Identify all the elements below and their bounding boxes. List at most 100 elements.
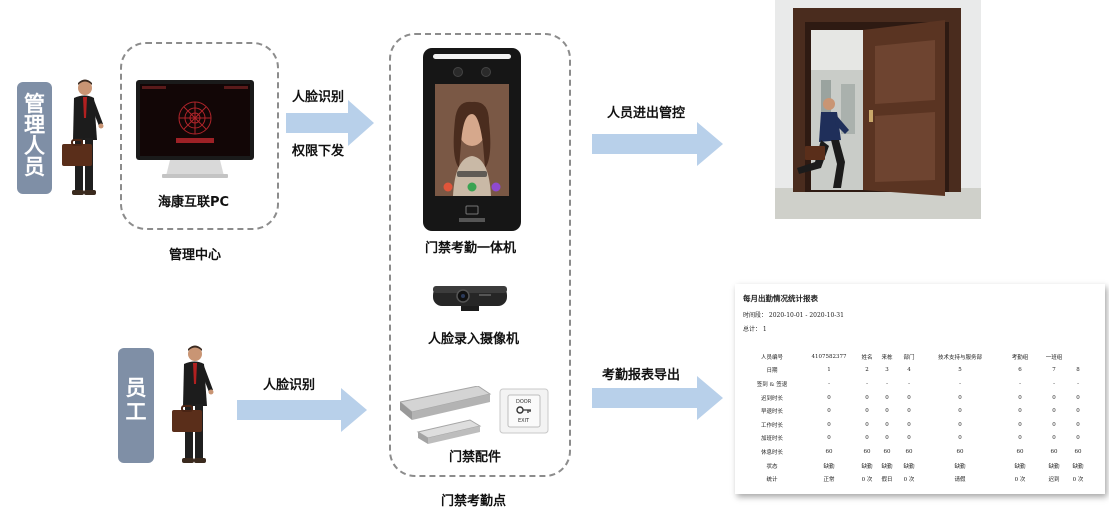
report-cell: 状态: [766, 463, 778, 470]
door-entry-photo: [775, 0, 981, 219]
report-cell: 0: [1052, 394, 1056, 401]
face-terminal-device: [423, 48, 521, 231]
report-cell: 签到 & 签退: [756, 381, 788, 388]
report-cell: 缺勤: [1072, 463, 1084, 470]
report-cell: 缺勤: [823, 463, 835, 470]
report-cell: 0 次: [861, 477, 873, 484]
arrow-label-permission-dispatch: 权限下发: [292, 144, 345, 159]
exit-button-text-door: DOOR: [516, 399, 532, 405]
admin-role-text: 管理人员: [24, 92, 45, 179]
report-total: 总计： 1: [743, 326, 767, 333]
report-cell: 迟到: [1048, 477, 1060, 484]
report-row: 签到 & 签退--------: [743, 377, 1089, 391]
arrow-label-face-recognition: 人脸识别: [292, 90, 345, 105]
report-cell: 0 次: [1014, 477, 1026, 484]
report-cell: 考勤组: [1011, 354, 1029, 361]
report-cell: 缺勤: [861, 463, 873, 470]
arrow-access-control: [592, 122, 723, 166]
report-cell: -: [886, 380, 888, 387]
report-cell: -: [959, 380, 961, 387]
face-enrollment-camera-icon: [433, 286, 507, 311]
report-cell: 0: [885, 408, 889, 415]
report-cell: 请假: [954, 477, 966, 484]
report-cell: 0: [1052, 435, 1056, 442]
report-cell: 0: [1018, 394, 1022, 401]
accessories-label: 门禁配件: [449, 450, 502, 465]
report-cell: 0: [907, 421, 911, 428]
report-title: 每月出勤情况统计报表: [743, 294, 818, 303]
report-cell: 0: [865, 408, 869, 415]
report-cell: 0: [865, 394, 869, 401]
report-cell: 来栋: [881, 354, 893, 361]
report-cell: 2: [865, 367, 869, 374]
admin-person-figure: [62, 79, 104, 195]
report-cell: 60: [1050, 448, 1058, 455]
report-cell: 0: [827, 421, 831, 428]
report-cell: 0: [885, 435, 889, 442]
report-cell: -: [828, 380, 830, 387]
report-cell: 60: [883, 448, 891, 455]
report-cell: 0 次: [903, 477, 915, 484]
staff-role-tag: 员工: [118, 348, 154, 463]
exit-button-text-exit: EXIT: [518, 418, 530, 424]
report-cell: 姓名: [861, 354, 873, 361]
arrow-to-terminal: [286, 100, 374, 146]
management-center-box: [120, 42, 279, 230]
report-cell: 0: [865, 421, 869, 428]
report-cell: 60: [1074, 448, 1082, 455]
report-cell: 加班时长: [760, 436, 783, 443]
attendance-point-label: 门禁考勤点: [441, 494, 507, 509]
management-center-label: 管理中心: [169, 248, 222, 263]
report-row: 工作时长 0 0 0 0 0 0 0 0: [743, 418, 1089, 432]
exit-button-icon: [499, 388, 549, 434]
report-cell: 工作时长: [760, 422, 783, 429]
report-period: 时间段： 2020-10-01 - 2020-10-31: [743, 312, 844, 319]
report-cell: 日期: [766, 368, 778, 375]
report-cell: 60: [905, 448, 913, 455]
report-cell: 迟到时长: [760, 395, 783, 402]
arrow-report-export: [592, 376, 723, 420]
report-cell: 7: [1052, 367, 1056, 374]
report-cell: 一班组: [1045, 354, 1063, 361]
report-cell: 0: [907, 435, 911, 442]
report-cell: 0: [1076, 435, 1080, 442]
report-cell: 3: [885, 367, 889, 374]
report-cell: 0: [885, 421, 889, 428]
report-cell: 0: [1052, 421, 1056, 428]
arrow-label-staff-face: 人脸识别: [263, 378, 316, 393]
magnetic-lock-icon: [400, 386, 492, 444]
report-cell: 0: [958, 421, 962, 428]
report-cell: 技术支持与服务部: [937, 354, 982, 361]
report-cell: 0: [885, 394, 889, 401]
report-cell: 0: [1052, 408, 1056, 415]
report-cell: 人员编号: [760, 354, 783, 361]
report-cell: 缺勤: [1014, 463, 1026, 470]
report-cell: 0: [827, 408, 831, 415]
report-cell: 0: [958, 408, 962, 415]
report-cell: 0: [958, 394, 962, 401]
report-cell: 0: [958, 435, 962, 442]
report-cell: 早退时长: [760, 409, 783, 416]
report-cell: 0 次: [1072, 477, 1084, 484]
report-cell: 缺勤: [954, 463, 966, 470]
report-cell: 缺勤: [881, 463, 893, 470]
report-cell: 缺勤: [903, 463, 915, 470]
report-cell: -: [1053, 380, 1055, 387]
report-cell: 部门: [903, 354, 915, 361]
report-cell: 0: [907, 394, 911, 401]
report-cell: 8: [1076, 367, 1080, 374]
arrow-staff-to-point: [237, 388, 367, 432]
report-cell: 0: [1018, 408, 1022, 415]
report-cell: 0: [1076, 421, 1080, 428]
report-cell: [1067, 350, 1089, 364]
report-cell: -: [1019, 380, 1021, 387]
report-cell: 5: [958, 367, 962, 374]
arrow-label-access-control: 人员进出管控: [607, 106, 686, 121]
attendance-point-box: [389, 33, 571, 477]
report-cell: 0: [1018, 421, 1022, 428]
